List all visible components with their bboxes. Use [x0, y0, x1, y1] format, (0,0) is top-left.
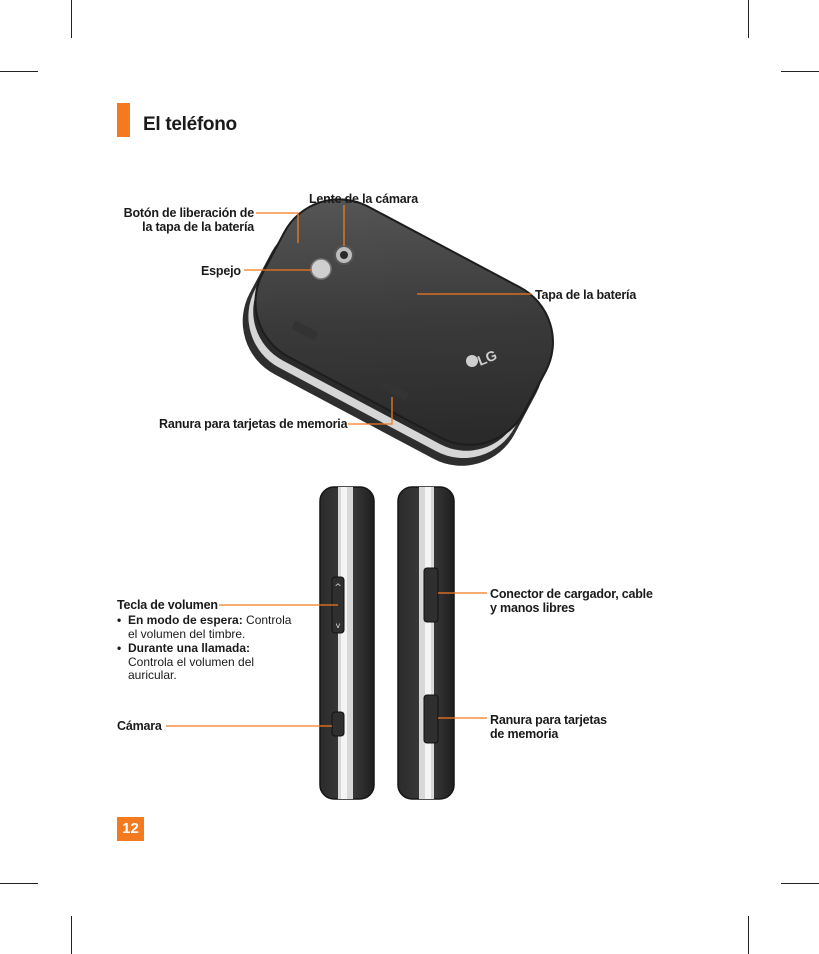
- page-number: 12: [117, 817, 144, 841]
- mirror-label: Espejo: [201, 264, 241, 278]
- crop-mark: [0, 71, 38, 72]
- mirror-icon: [310, 258, 332, 280]
- list-item: Durante una llamada: Controla el volumen…: [117, 641, 297, 683]
- crop-mark: [71, 916, 72, 954]
- crop-mark: [0, 883, 38, 884]
- crop-mark: [71, 0, 72, 38]
- title-accent-bar: [117, 103, 130, 137]
- memory-slot-label: Ranura para tarjetas de memoria: [159, 417, 348, 431]
- page-title: El teléfono: [143, 114, 237, 135]
- battery-cover-label: Tapa de la batería: [535, 288, 637, 302]
- battery-release-label: Botón de liberación de la tapa de la bat…: [123, 206, 255, 234]
- volume-key-description: En modo de espera: Controla el volumen d…: [117, 613, 297, 684]
- list-item: En modo de espera: Controla el volumen d…: [117, 613, 297, 641]
- crop-mark: [781, 883, 819, 884]
- crop-mark: [781, 71, 819, 72]
- lg-logo-icon: LG: [466, 347, 499, 369]
- phone-left-side-view: ^ v: [319, 486, 375, 800]
- svg-text:v: v: [336, 621, 341, 630]
- svg-text:LG: LG: [475, 347, 499, 369]
- side-memory-slot-label: Ranura para tarjetas de memoria: [490, 713, 607, 741]
- volume-key-label: Tecla de volumen: [117, 598, 218, 612]
- crop-mark: [748, 916, 749, 954]
- phone-back-view: [242, 198, 554, 466]
- crop-mark: [748, 0, 749, 38]
- camera-key-label: Cámara: [117, 719, 162, 733]
- camera-lens-label: Lente de la cámara: [309, 192, 418, 206]
- callout-lines: [166, 205, 532, 727]
- svg-text:^: ^: [334, 583, 342, 593]
- charger-connector-label: Conector de cargador, cable y manos libr…: [490, 587, 653, 615]
- phone-right-side-view: [397, 486, 455, 800]
